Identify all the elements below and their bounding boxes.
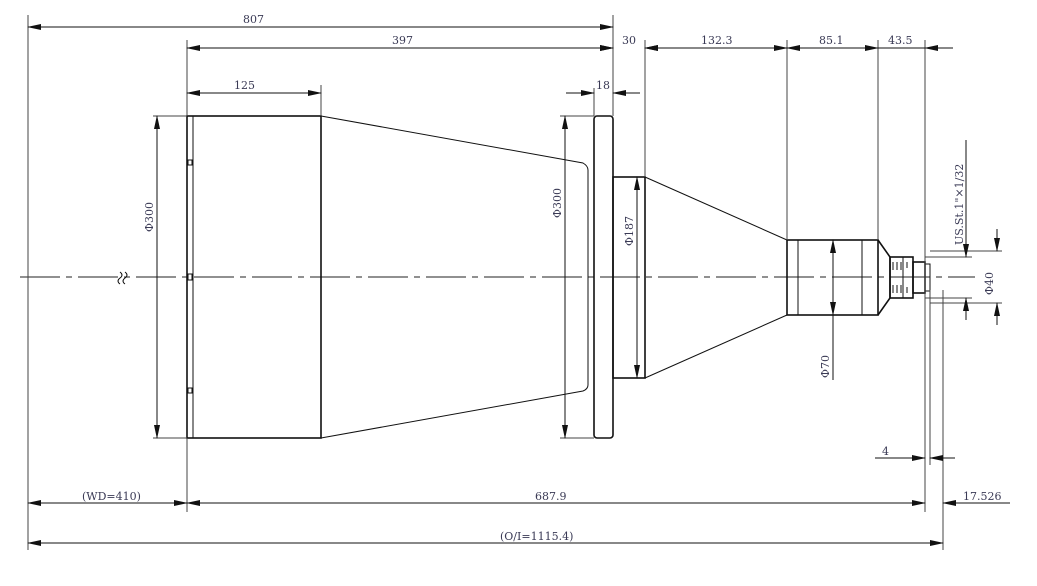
dim-total-length: 807 xyxy=(243,13,264,26)
dim-body-diameter: Φ70 xyxy=(819,355,832,378)
dim-flange-gap: 30 xyxy=(622,34,636,47)
dim-front-barrel: 125 xyxy=(234,79,255,92)
dim-cylinder-length: 85.1 xyxy=(819,34,844,47)
dim-lens-length: 397 xyxy=(392,34,413,47)
dimension-lines xyxy=(27,24,1010,546)
break-symbol-icon xyxy=(117,271,128,285)
dim-flange-thickness: 18 xyxy=(596,79,610,92)
dim-flange-diameter: Φ300 xyxy=(551,188,564,218)
dim-rear-length: 43.5 xyxy=(888,34,913,47)
dim-back-offset: 4 xyxy=(882,445,889,458)
dim-flange-back: 17.526 xyxy=(963,490,1002,503)
thread-spec: US.St.1"×1/32 xyxy=(953,164,966,245)
extension-lines xyxy=(27,15,1002,550)
dim-cone-length: 132.3 xyxy=(701,34,733,47)
dim-neck-diameter: Φ187 xyxy=(623,216,636,246)
dim-object-image: (O/I=1115.4) xyxy=(500,530,573,543)
dim-mount-diameter: Φ40 xyxy=(983,272,996,295)
dim-working-distance: (WD=410) xyxy=(82,490,141,503)
dim-optical-length: 687.9 xyxy=(535,490,567,503)
dim-front-diameter: Φ300 xyxy=(143,202,156,232)
